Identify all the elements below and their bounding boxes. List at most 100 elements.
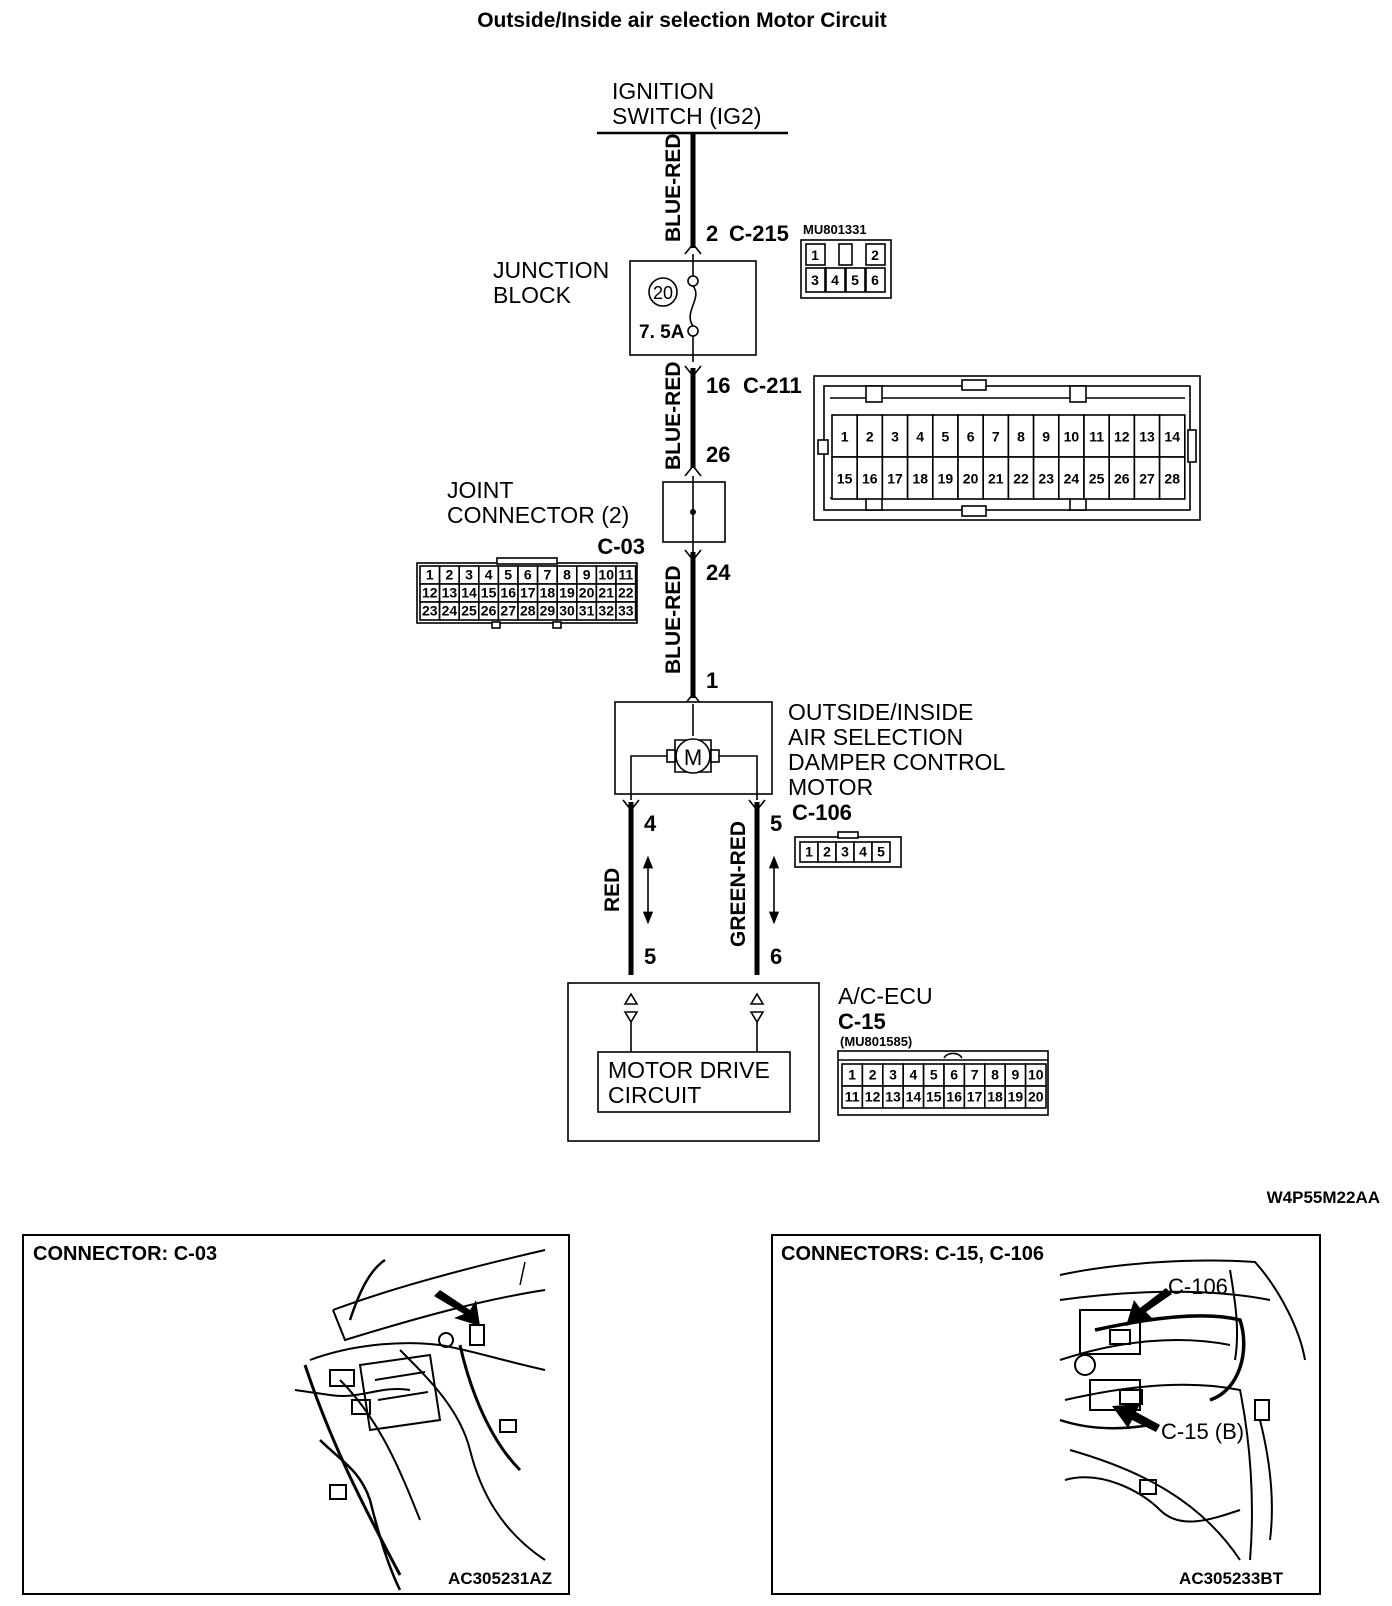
connector-pin-label: 3 (841, 844, 849, 860)
connector-pin-label: 2 (866, 428, 874, 444)
connector-pin-cell (1007, 414, 1035, 458)
connector-pin-cell (1133, 456, 1161, 500)
connector-pin-label: 23 (1038, 470, 1054, 486)
connector-pin-label: 23 (422, 603, 438, 619)
joint-connector-pin-out: 24 (706, 560, 731, 585)
diagram-title: Outside/Inside air selection Motor Circu… (477, 9, 887, 32)
fuse-element (689, 285, 697, 327)
c215-pin-b4: 6 (871, 272, 879, 288)
connector-pin-label: 12 (1114, 428, 1130, 444)
connector-pin-label: 28 (520, 603, 536, 619)
connector-pin-label: 1 (426, 567, 434, 583)
connector-pin-label: 12 (422, 585, 438, 601)
connector-pin-label: 16 (946, 1089, 962, 1105)
connector-pin-label: 1 (841, 428, 849, 444)
connector-pin-cell (1133, 414, 1161, 458)
motor-symbol-circle (675, 738, 711, 774)
c211-pin-in: 16 (706, 373, 730, 398)
connector-pin-label: 22 (618, 585, 634, 601)
panel-left-frame (22, 1234, 570, 1595)
connector-pin-label: 14 (1164, 428, 1180, 444)
connector-pin-cell (906, 456, 934, 500)
wire-left-color: RED (601, 868, 624, 912)
connector-pin-label: 19 (938, 470, 954, 486)
ecu-label-1: A/C-ECU (838, 983, 933, 1009)
connector-pin-label: 3 (891, 428, 899, 444)
connector-pin-label: 2 (823, 844, 831, 860)
connector-pin-label: 6 (950, 1067, 958, 1083)
connector-pin-label: 5 (877, 844, 885, 860)
connector-pin-label: 24 (442, 603, 458, 619)
connector-pin-cell (856, 456, 884, 500)
panel-right-arrow-c106 (1126, 1288, 1172, 1326)
connector-pin-label: 1 (805, 844, 813, 860)
wire-middle-color: BLUE-RED (662, 362, 685, 471)
connector-pin-label: 15 (926, 1089, 942, 1105)
connector-pin-label: 13 (1139, 428, 1155, 444)
connector-pin-label: 12 (865, 1089, 881, 1105)
panel-left-pointer-arrow (434, 1290, 480, 1326)
motor-label-4: MOTOR (788, 774, 873, 800)
fuse-rating: 7. 5A (639, 322, 685, 343)
fuse-number: 20 (653, 283, 673, 303)
connector-pin-label: 9 (1012, 1067, 1020, 1083)
connector-pin-label: 2 (869, 1067, 877, 1083)
connector-pin-label: 11 (845, 1089, 860, 1105)
motor-brush-right (710, 749, 720, 763)
connector-pin-label: 10 (1028, 1067, 1044, 1083)
connector-pin-label: 25 (461, 603, 477, 619)
joint-connector-label-2: CONNECTOR (2) (447, 502, 629, 528)
connector-pin-label: 19 (1008, 1089, 1024, 1105)
connector-pin-label: 4 (910, 1067, 918, 1083)
ignition-switch-label-1: IGNITION (612, 78, 714, 104)
connector-pin-cell (1032, 414, 1060, 458)
fuse-number-circle (648, 277, 678, 307)
wire-top-color: BLUE-RED (662, 134, 685, 243)
panel-left-code: AC305231AZ (448, 1569, 552, 1588)
connector-pin-label: 26 (1114, 470, 1130, 486)
connector-pin-label: 15 (837, 470, 853, 486)
motor-drive-circuit-label-1: MOTOR DRIVE (608, 1057, 770, 1083)
connector-pin-label: 4 (859, 844, 867, 860)
connector-pin-label: 7 (971, 1067, 979, 1083)
c211-pin-out: 26 (706, 442, 730, 467)
motor-label-3: DAMPER CONTROL (788, 749, 1005, 775)
connector-pin-label: 17 (520, 585, 536, 601)
connector-pin-label: 16 (862, 470, 878, 486)
motor-in-arrow (684, 692, 702, 705)
connector-pin-label: 17 (967, 1089, 983, 1105)
panel-right-label-c106: C-106 (1168, 1274, 1228, 1299)
motor-lead-left (630, 755, 667, 800)
connector-pin-label: 9 (1042, 428, 1050, 444)
c215-pin-arrow (684, 242, 702, 255)
connector-pin-label: 15 (481, 585, 497, 601)
connector-pin-cell (1032, 456, 1060, 500)
connector-pin-cell (871, 841, 891, 863)
c215-pin-t2: 2 (871, 247, 879, 263)
panel-right-frame (771, 1234, 1321, 1595)
c215-pin-b3: 5 (851, 272, 859, 288)
connector-pin-label: 14 (461, 585, 477, 601)
connector-pin-label: 22 (1013, 470, 1029, 486)
motor-pin-left: 4 (644, 811, 657, 836)
motor-drive-circuit-label-2: CIRCUIT (608, 1082, 701, 1108)
connector-pin-label: 3 (889, 1067, 897, 1083)
ecu-pin-right: 6 (770, 944, 782, 969)
panel-right-title: CONNECTORS: C-15, C-106 (781, 1243, 1044, 1265)
connector-pin-label: 32 (598, 603, 614, 619)
motor-pin-in: 1 (706, 668, 718, 693)
c215-connector-face (800, 239, 892, 299)
connector-pin-label: 20 (1028, 1089, 1044, 1105)
panel-left-title: CONNECTOR: C-03 (33, 1243, 217, 1265)
connector-pin-cell (1083, 456, 1111, 500)
motor-symbol: M (684, 745, 702, 770)
dashboard-illustration-left (294, 1249, 546, 1591)
wire-right-color: GREEN-RED (727, 821, 750, 947)
connector-pin-label: 30 (559, 603, 575, 619)
connector-pin-label: 33 (618, 603, 634, 619)
connector-pin-label: 2 (446, 567, 454, 583)
wire-lower-color: BLUE-RED (662, 566, 685, 675)
ecu-input-right (749, 992, 765, 1052)
